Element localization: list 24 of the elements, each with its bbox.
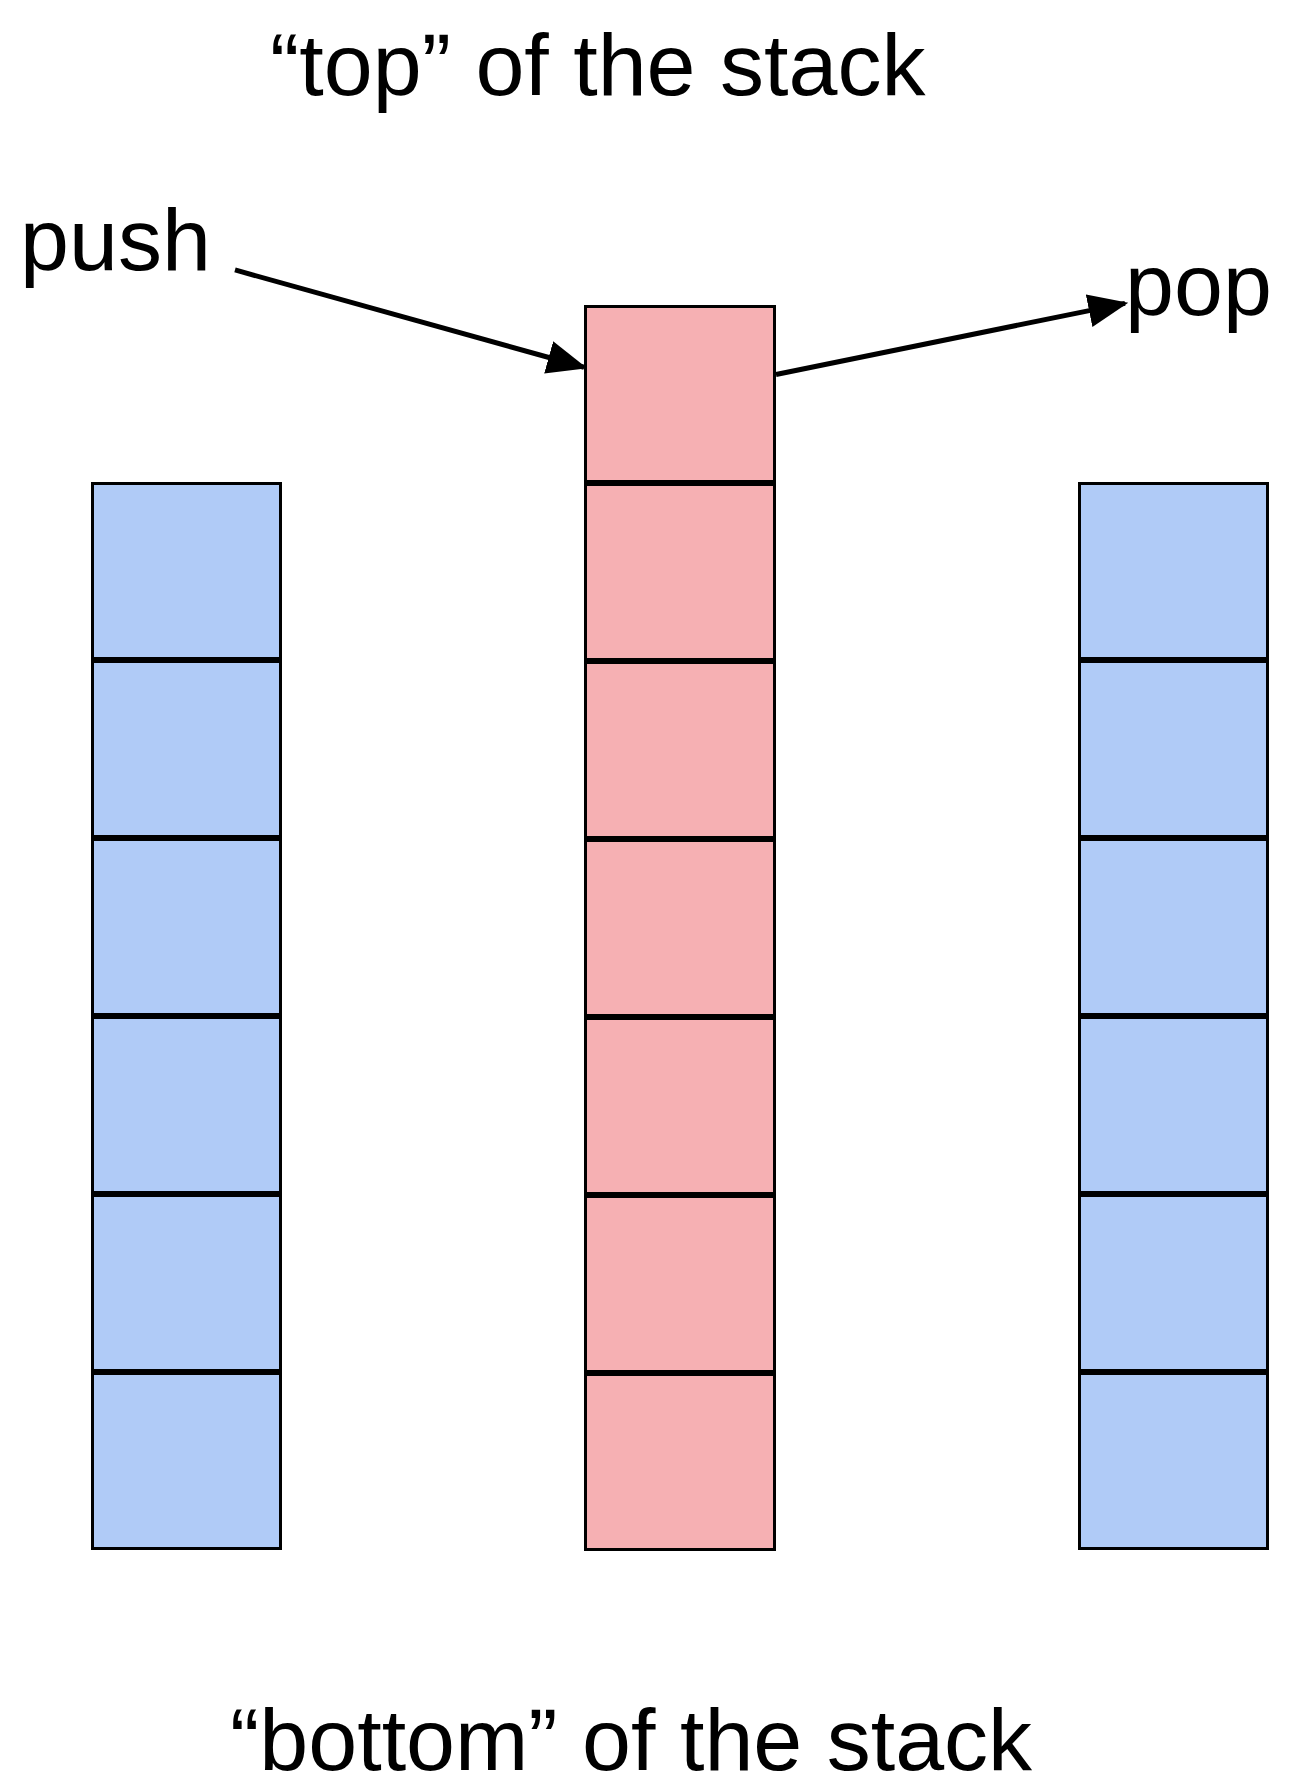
stack-cell xyxy=(584,661,776,839)
stack-cell xyxy=(1078,838,1269,1016)
stack-cell xyxy=(91,660,282,838)
stack-cell xyxy=(1078,1016,1269,1194)
stack-cell xyxy=(91,838,282,1016)
stack-cell xyxy=(91,1372,282,1550)
stack-cell xyxy=(584,1017,776,1195)
stack-cell xyxy=(584,483,776,661)
stack-cell xyxy=(584,839,776,1017)
stack-cell xyxy=(1078,1194,1269,1372)
arrow xyxy=(775,294,1129,377)
stack-cell xyxy=(584,305,776,483)
stack-cell xyxy=(91,1194,282,1372)
stack-end-label: “bottom” of the stack xyxy=(230,1690,1033,1790)
stack-cell xyxy=(1078,660,1269,838)
stack-end-label: “top” of the stack xyxy=(270,15,926,115)
operation-label: push xyxy=(20,190,235,290)
stack-cell xyxy=(91,1016,282,1194)
operation-label: pop xyxy=(1125,235,1305,335)
stack-cell xyxy=(584,1373,776,1551)
stack-cell xyxy=(91,482,282,660)
stack-cell xyxy=(1078,482,1269,660)
stack-cell xyxy=(584,1195,776,1373)
stack-cell xyxy=(1078,1372,1269,1550)
